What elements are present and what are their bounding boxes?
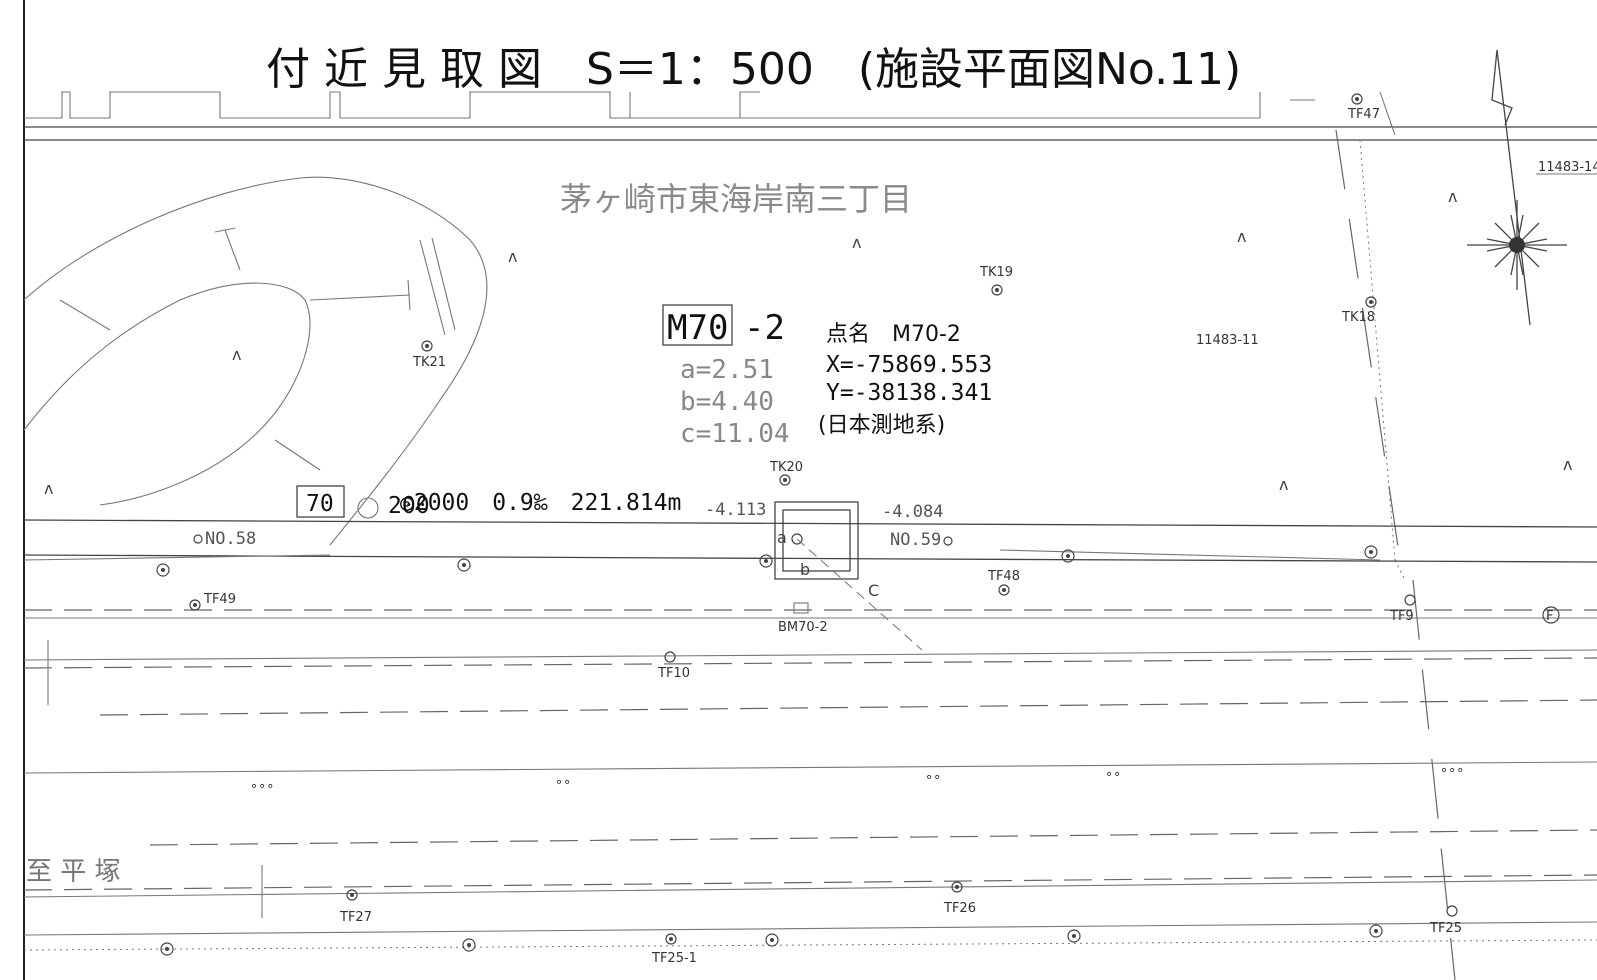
benchmark-id: M70 xyxy=(667,308,728,348)
svg-text:ʌ: ʌ xyxy=(508,247,517,266)
benchmark-mark-b: b xyxy=(800,560,810,579)
benchmark-suffix: -2 xyxy=(744,308,785,348)
dim-b: b=4.40 xyxy=(680,387,774,417)
parcel-edge: 11483-14 xyxy=(1538,160,1597,175)
pipe-spec: ◎2000 0.9‰ 221.814m xyxy=(400,490,681,516)
top-boundary xyxy=(24,91,1597,141)
dim-a: a=2.51 xyxy=(680,355,774,385)
district-label: 茅ヶ崎市東海岸南三丁目 xyxy=(560,180,912,218)
benchmark-id-box xyxy=(662,304,733,346)
depth-right: -4.084 xyxy=(882,502,943,522)
road-markers: ∘∘∘ ∘∘ ∘∘ ∘∘ ∘∘∘ xyxy=(250,763,1464,794)
compass-star-icon xyxy=(1467,200,1567,290)
label-tf10: TF10 xyxy=(657,666,690,681)
svg-text:∘∘: ∘∘ xyxy=(555,775,571,790)
hydrant-icon xyxy=(1542,606,1560,624)
dim-c: c=11.04 xyxy=(680,419,790,449)
destination-label: 至 平 塚 xyxy=(26,857,121,887)
pipe-diameter-icon xyxy=(357,497,379,519)
svg-text:∘∘: ∘∘ xyxy=(1105,767,1121,782)
cross-road xyxy=(1335,91,1456,980)
label-tf48: TF48 xyxy=(987,569,1020,584)
svg-text:ʌ: ʌ xyxy=(44,479,53,498)
datum-label: (日本測地系) xyxy=(818,413,945,438)
svg-text:∘∘: ∘∘ xyxy=(925,770,941,785)
map-title: 付 近 見 取 図 S＝1：500 (施設平面図No.11) xyxy=(266,44,1241,95)
road-lines xyxy=(23,549,1597,951)
label-tk20: TK20 xyxy=(769,460,803,475)
label-tk18: TK18 xyxy=(1341,310,1375,325)
label-tk19: TK19 xyxy=(979,265,1013,280)
label-tf25-1: TF25-1 xyxy=(651,951,697,966)
svg-text:ʌ: ʌ xyxy=(1563,455,1572,474)
svg-text:ʌ: ʌ xyxy=(852,233,861,252)
coord-x: X=-75869.553 xyxy=(826,352,992,378)
hydrant-symbol: F xyxy=(1546,609,1553,624)
benchmark-plate-label: BM70-2 xyxy=(778,620,828,635)
benchmark-mark-c: C xyxy=(868,581,879,600)
north-arrow-icon xyxy=(1491,49,1531,326)
svg-text:ʌ: ʌ xyxy=(1279,475,1288,494)
grass-symbols: ʌ ʌ ʌ ʌ ʌ ʌ ʌ ʌ xyxy=(44,187,1572,498)
station-left: NO.58 xyxy=(205,529,256,549)
label-tf47: TF47 xyxy=(1347,107,1380,122)
svg-text:ʌ: ʌ xyxy=(1448,187,1457,206)
coord-y: Y=-38138.341 xyxy=(826,380,992,406)
label-tf25: TF25 xyxy=(1429,921,1462,936)
station-right: NO.59 xyxy=(890,530,941,550)
manhole-icon xyxy=(774,501,923,651)
svg-text:∘∘∘: ∘∘∘ xyxy=(250,779,274,794)
label-tf26: TF26 xyxy=(943,901,976,916)
label-tf27: TF27 xyxy=(339,910,372,925)
label-tf9: TF9 xyxy=(1389,609,1414,624)
svg-text:ʌ: ʌ xyxy=(1237,227,1246,246)
depth-left: -4.113 xyxy=(705,500,766,520)
svg-text:∘∘∘: ∘∘∘ xyxy=(1440,763,1464,778)
point-name: 点名 M70-2 xyxy=(826,322,961,347)
pipe-box xyxy=(296,485,345,518)
label-tf49: TF49 xyxy=(203,592,236,607)
benchmark-mark-a: a xyxy=(777,528,787,547)
pipe-box-label: 70 xyxy=(306,491,334,517)
svg-text:ʌ: ʌ xyxy=(232,345,241,364)
survey-point-icon xyxy=(156,93,1458,956)
parcel-main: 11483-11 xyxy=(1196,333,1259,348)
planting-area xyxy=(23,176,488,546)
label-tk21: TK21 xyxy=(412,355,446,370)
pipe-partial-label: 200 xyxy=(388,493,430,519)
